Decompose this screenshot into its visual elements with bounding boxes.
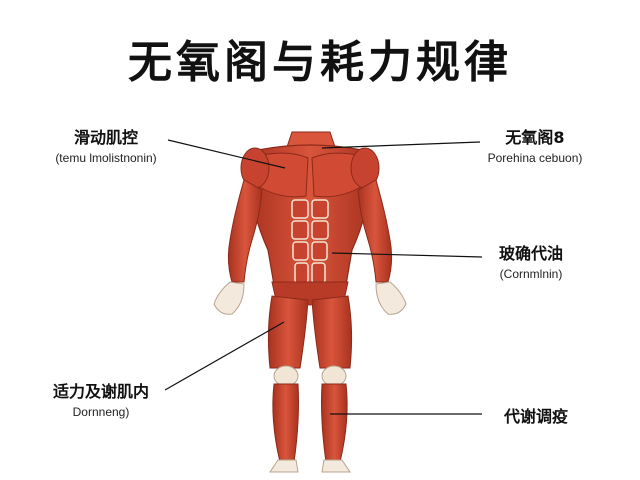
foot-left — [269, 459, 299, 473]
label-bottom-right: 代谢调疫 — [486, 403, 586, 427]
label-mid-right: 玻确代油 (Cornmlnin) — [476, 240, 586, 281]
label-mid-right-zh: 玻确代油 — [498, 244, 563, 263]
callout-line-top-right — [321, 141, 481, 149]
label-top-left-en: (temu lmolistnonin) — [55, 151, 157, 165]
thigh-right — [311, 295, 353, 369]
callout-line-top-left — [167, 139, 286, 169]
arm-right — [357, 179, 393, 283]
knee-right — [321, 365, 347, 387]
calf-left — [272, 383, 299, 463]
label-top-left-zh: 滑动肌控 — [73, 128, 138, 147]
arm-left — [227, 179, 263, 283]
label-bottom-left-en: Dornneng) — [72, 405, 130, 419]
label-top-left: 滑动肌控 (temu lmolistnonin) — [36, 124, 176, 165]
foot-right — [321, 459, 351, 473]
label-bottom-left: 适力及谢肌内 Dornneng) — [36, 378, 166, 419]
label-top-right: 无氧阁8 Porehina cebuon) — [470, 124, 600, 165]
callout-lines — [164, 139, 483, 415]
label-bottom-left-zh: 适力及谢肌内 — [52, 382, 149, 401]
diagram-title: 无氧阁与耗力规律 — [128, 37, 512, 88]
label-top-right-en: Porehina cebuon) — [487, 151, 583, 165]
knee-left — [273, 365, 299, 387]
hand-right — [375, 281, 407, 315]
calf-right — [321, 383, 348, 463]
thigh-left — [267, 295, 309, 369]
label-mid-right-en: (Cornmlnin) — [499, 267, 563, 281]
label-top-right-zh: 无氧阁8 — [505, 128, 565, 147]
callout-line-bottom-left — [164, 321, 285, 391]
abdominal-muscles — [291, 199, 329, 284]
callout-line-mid-right — [331, 252, 483, 258]
hand-left — [213, 281, 245, 315]
label-bottom-right-zh: 代谢调疫 — [503, 407, 568, 426]
